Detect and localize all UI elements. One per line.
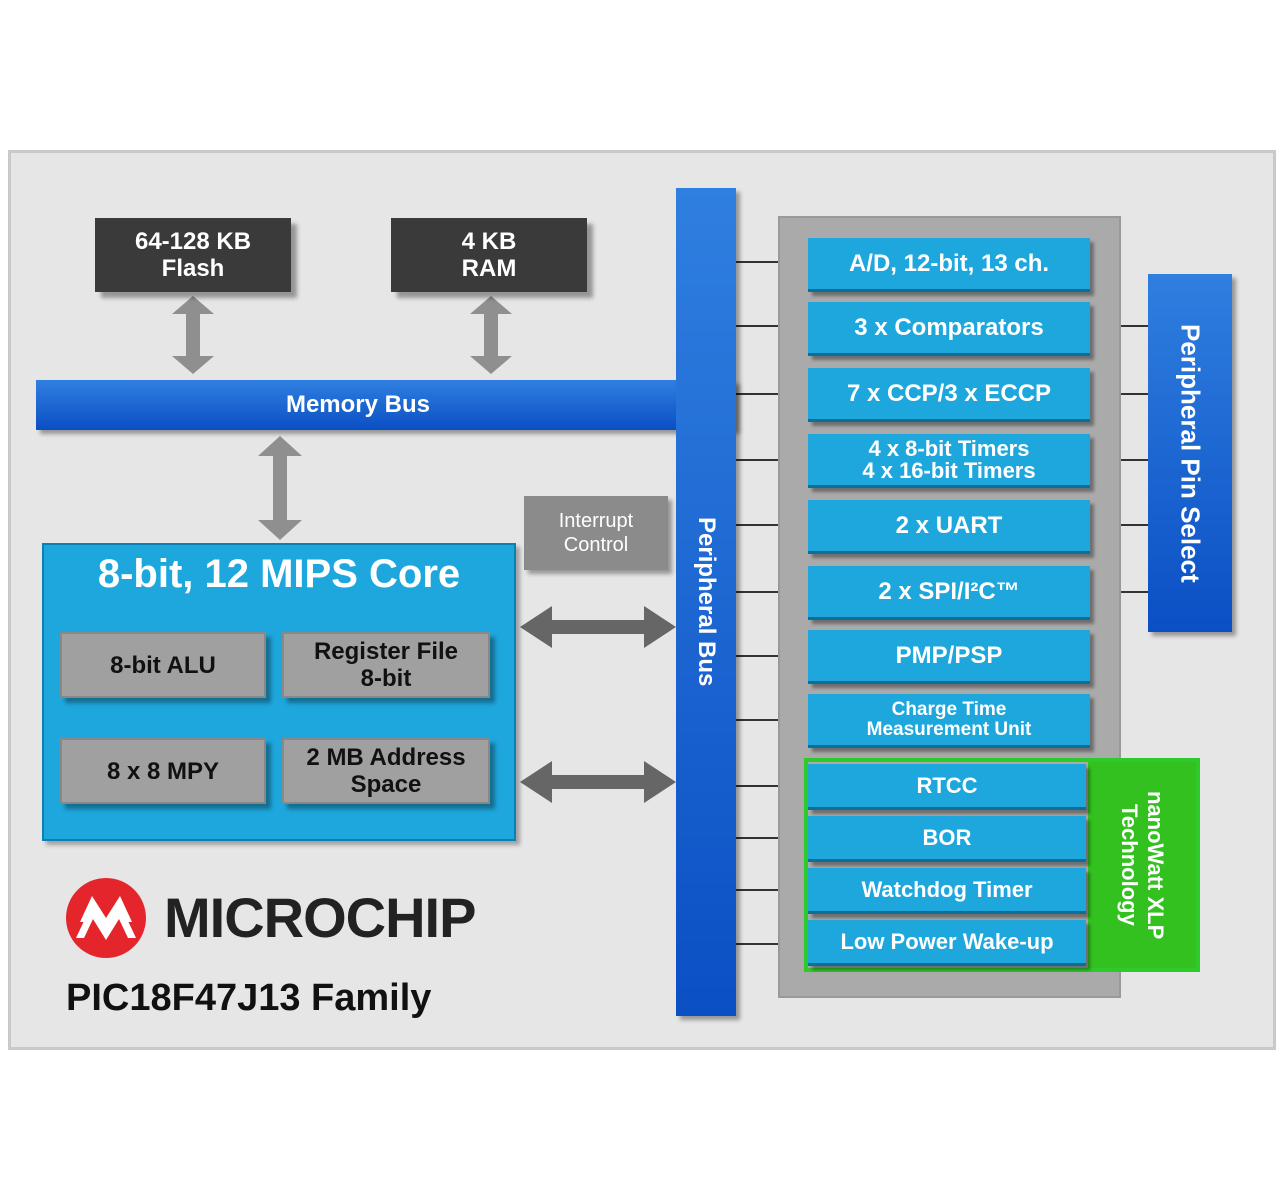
core-bus-arrow <box>258 436 302 540</box>
ram-block: 4 KB RAM <box>391 218 587 292</box>
nanowatt-watchdog: Watchdog Timer <box>808 868 1086 914</box>
microchip-wordmark: MICROCHIP <box>164 886 476 949</box>
multiplier-block: 8 x 8 MPY <box>60 738 266 804</box>
flash-block: 64-128 KB Flash <box>95 218 291 292</box>
ram-bus-arrow <box>470 296 512 374</box>
peripheral-uart: 2 x UART <box>808 500 1090 554</box>
core-title: 8-bit, 12 MIPS Core <box>97 552 461 596</box>
address-space-block: 2 MB Address Space <box>282 738 490 804</box>
peripheral-ccp: 7 x CCP/3 x ECCP <box>808 368 1090 422</box>
core-peripheral-arrow-1 <box>520 606 676 648</box>
core-peripheral-arrow-2 <box>520 761 676 803</box>
peripheral-bus-label: Peripheral Bus <box>693 517 720 687</box>
peripheral-comparators: 3 x Comparators <box>808 302 1090 356</box>
device-family: PIC18F47J13 Family <box>66 977 432 1019</box>
peripheral-ctmu: Charge Time Measurement Unit <box>808 694 1090 748</box>
register-file-block: Register File 8-bit <box>282 632 490 698</box>
memory-bus: Memory Bus <box>36 380 736 430</box>
nanowatt-label: nanoWatt XLP Technology <box>1088 762 1196 968</box>
flash-bus-arrow <box>172 296 214 374</box>
microchip-logo-icon <box>66 878 146 958</box>
peripheral-spi-i2c: 2 x SPI/I²C™ <box>808 566 1090 620</box>
nanowatt-wakeup: Low Power Wake-up <box>808 920 1086 966</box>
interrupt-control: Interrupt Control <box>524 496 668 570</box>
nanowatt-bor: BOR <box>808 816 1086 862</box>
nanowatt-rtcc: RTCC <box>808 764 1086 810</box>
peripheral-bus: Peripheral Bus <box>676 188 736 1016</box>
pin-select-label: Peripheral Pin Select <box>1175 323 1206 583</box>
peripheral-pmp-psp: PMP/PSP <box>808 630 1090 684</box>
nanowatt-group <box>804 758 1200 972</box>
peripheral-adc: A/D, 12-bit, 13 ch. <box>808 238 1090 292</box>
peripheral-pin-select: Peripheral Pin Select <box>1148 274 1232 632</box>
memory-bus-label: Memory Bus <box>285 391 431 418</box>
peripheral-timers: 4 x 8-bit Timers 4 x 16-bit Timers <box>808 434 1090 488</box>
alu-block: 8-bit ALU <box>60 632 266 698</box>
